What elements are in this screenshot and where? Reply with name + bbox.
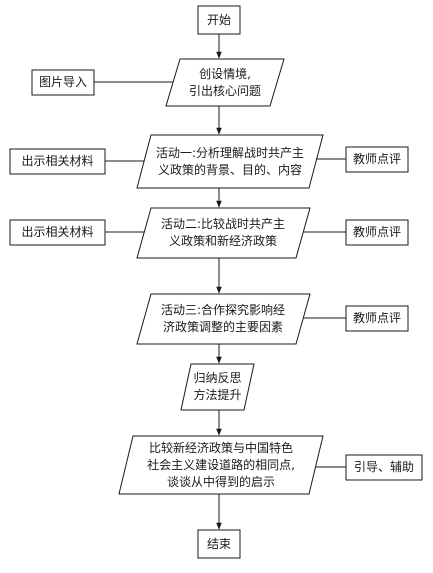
- start-label: 开始: [206, 12, 231, 27]
- step2-label: 活动一:分析理解战时共产主 义政策的背景、目的、内容: [155, 145, 305, 177]
- step5-shape: [180, 363, 255, 411]
- right3-label: 教师点评: [352, 311, 401, 325]
- step1-label: 创设情境, 引出核心问题: [188, 66, 261, 98]
- right2-label: 教师点评: [352, 225, 401, 239]
- step4-label: 活动三:合作探究影响经 济政策调整的主要因素: [160, 303, 286, 334]
- step3-shape: [136, 207, 311, 259]
- step6-label: 比较新经济政策与中国特色 社会主义建设道路的相同点, 谈谈从中得到的启示: [147, 440, 295, 489]
- left3-label: 出示相关材料: [21, 225, 94, 239]
- left1-label: 图片导入: [38, 75, 87, 89]
- step4-shape: [136, 293, 311, 345]
- step1-shape: [165, 58, 285, 107]
- step2-shape: [136, 134, 324, 189]
- step3-label: 活动二:比较战时共产主 义政策和新经济政策: [160, 217, 286, 248]
- left2-label: 出示相关材料: [21, 154, 94, 168]
- end-box: [197, 529, 241, 559]
- end-label: 结束: [206, 536, 231, 551]
- right1-label: 教师点评: [352, 152, 401, 166]
- step5-label: 归纳反思 方法提升: [193, 371, 242, 402]
- step6-shape: [118, 435, 324, 495]
- right4-label: 引导、辅助: [353, 460, 414, 474]
